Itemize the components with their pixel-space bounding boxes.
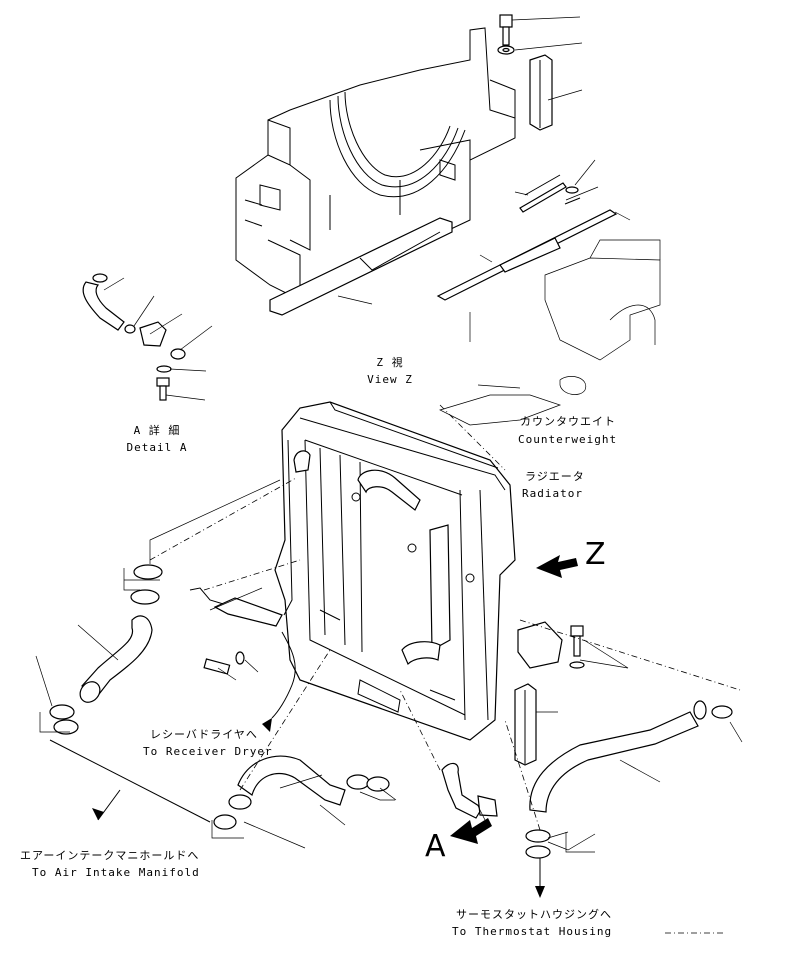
view-z-label-en: View Z: [367, 373, 413, 386]
view-z-label-jp: Z 視: [376, 356, 404, 369]
radiator-label-jp: ラジエータ: [525, 470, 585, 483]
lower-hose-left: [213, 755, 390, 830]
hose-clamps-left: [49, 564, 163, 735]
lower-hose-right: [525, 700, 733, 859]
leader-lines: [35, 16, 743, 853]
detail-a-arrow-label: A: [425, 829, 446, 864]
thermostat-housing-label-en: To Thermostat Housing: [452, 925, 613, 938]
bolt-top: [497, 14, 515, 55]
radiator-label-en: Radiator: [522, 487, 583, 500]
receiver-dryer-label-en: To Receiver Dryer: [143, 745, 273, 758]
spacer-bar-top: [529, 54, 553, 131]
routing-arrows: [49, 555, 578, 898]
intake-manifold-label-jp: エアーインテークマニホールドへ: [20, 849, 200, 862]
receiver-dryer-label-jp: レシーバドライヤへ: [150, 728, 258, 741]
detail-a-hose: [441, 762, 498, 819]
counterweight-label-en: Counterweight: [518, 433, 618, 446]
detail-a-label-jp: A 詳 細: [133, 424, 181, 437]
view-z-arrow-label: Z: [585, 537, 606, 572]
center-lines: [149, 404, 741, 831]
detail-a-label-en: Detail A: [126, 441, 188, 454]
ac-line: [189, 587, 296, 719]
radiator-core: [274, 401, 516, 741]
counterweight-label-jp: カウンタウエイト: [520, 415, 616, 428]
seal-strip: [269, 217, 453, 316]
detail-a-parts: [82, 273, 186, 401]
support-rod: [436, 174, 618, 301]
intake-manifold-label-en: To Air Intake Manifold: [32, 866, 200, 879]
spacer-bar-bottom: [514, 621, 585, 766]
thermostat-housing-label-jp: サーモスタットハウジングへ: [456, 908, 612, 921]
counterweight-outline: [439, 239, 661, 426]
